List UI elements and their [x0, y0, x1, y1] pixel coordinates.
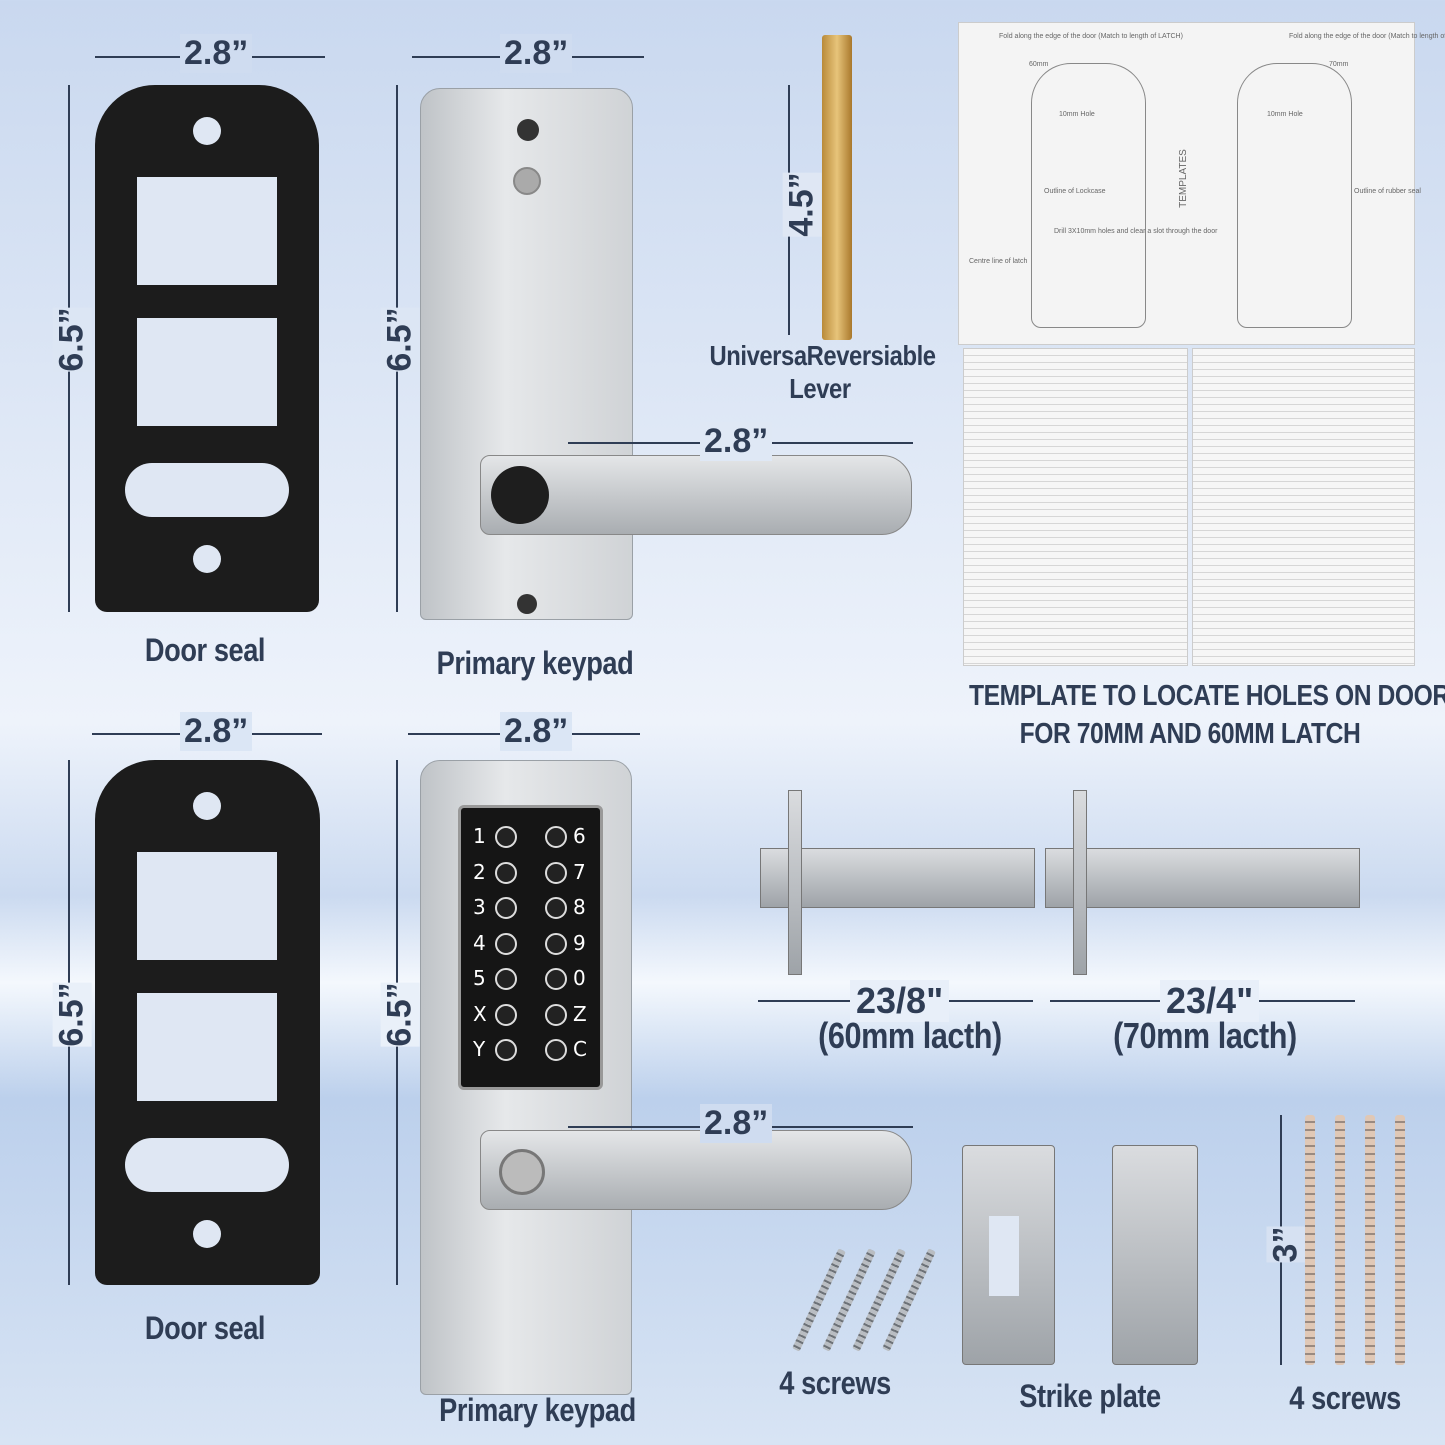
latch-60mm — [760, 848, 1035, 908]
drill-note: Drill 3X10mm holes and clear a slot thro… — [1054, 228, 1218, 235]
keypad-key-label: 3 — [473, 895, 486, 919]
keypad-key-label: 8 — [573, 895, 586, 919]
primary-keypad-label: Primary keypad — [439, 1392, 636, 1428]
keypad-button-2[interactable] — [495, 861, 517, 884]
fold-note: Fold along the edge of the door (Match t… — [1289, 33, 1445, 40]
keypad-key-label: 6 — [573, 824, 586, 848]
spindle-length-label: 4.5” — [782, 172, 822, 237]
door-seal-bottom — [95, 760, 320, 1285]
size-70: 70mm — [1329, 61, 1349, 68]
keypad-key-label: Z — [573, 1001, 587, 1026]
door-seal-top — [95, 85, 319, 612]
key-cylinder-icon — [499, 1149, 545, 1195]
height-label: 6.5” — [380, 307, 420, 372]
template-sheet: Fold along the edge of the door (Match t… — [958, 22, 1445, 345]
width-label: 2.8” — [180, 712, 253, 751]
keypad-button-Y[interactable] — [495, 1039, 517, 1061]
seal-note: Outline of rubber seal — [1354, 188, 1421, 195]
latch70-label: (70mm lacth) — [1113, 1015, 1297, 1056]
keypad-button-8[interactable] — [545, 897, 567, 919]
height-label: 6.5” — [52, 982, 92, 1047]
primary-keypad-back — [420, 88, 633, 620]
keypad-button-5[interactable] — [495, 968, 517, 990]
lever-handle — [480, 455, 912, 535]
width-label: 2.8” — [180, 34, 253, 73]
fold-note: Fold along the edge of the door (Match t… — [999, 33, 1183, 40]
templates-title: TEMPLATES — [1177, 149, 1189, 208]
keypad-button-7[interactable] — [545, 861, 567, 884]
keypad-button-X[interactable] — [495, 1003, 517, 1026]
lockcase-note: Outline of Lockcase — [1044, 188, 1106, 195]
screws-label: 4 screws — [779, 1365, 891, 1401]
lever-label-line1: UniversaReversiable — [709, 340, 937, 371]
long-screws-label: 4 screws — [1289, 1380, 1401, 1416]
size-60: 60mm — [1029, 61, 1049, 68]
door-seal-label: Door seal — [144, 632, 266, 668]
latch-60mm-faceplate — [788, 790, 802, 975]
keypad-button-4[interactable] — [495, 932, 517, 955]
keypad-key-label: 7 — [573, 859, 586, 884]
long-screw — [1395, 1115, 1405, 1365]
primary-keypad-label: Primary keypad — [436, 645, 634, 681]
keypad-button-6[interactable] — [545, 826, 567, 848]
latch-70mm — [1045, 848, 1360, 908]
template-caption-line2: FOR 70MM AND 60MM LATCH — [1019, 718, 1361, 750]
keypad-key-label: X — [473, 1001, 487, 1026]
long-screw — [1305, 1115, 1315, 1365]
keypad-key-label: 2 — [473, 859, 486, 884]
long-screw — [1335, 1115, 1345, 1365]
width-label: 2.8” — [500, 34, 573, 73]
center-note: Centre line of latch — [969, 258, 1028, 265]
strike-plate-label: Strike plate — [1019, 1378, 1161, 1414]
keypad-key-label: 9 — [573, 930, 586, 955]
screw — [792, 1248, 846, 1352]
keypad-key-label: 4 — [473, 930, 486, 955]
instruction-sheet-2 — [1192, 348, 1415, 666]
height-label: 6.5” — [380, 982, 420, 1047]
keypad-button-0[interactable] — [545, 968, 567, 990]
latch-70mm-faceplate — [1073, 790, 1087, 975]
template-caption-line1: TEMPLATE TO LOCATE HOLES ON DOOR — [969, 680, 1445, 712]
door-seal-label: Door seal — [144, 1310, 266, 1346]
lever-handle — [480, 1130, 912, 1210]
hole-note: 10mm Hole — [1059, 111, 1095, 118]
hole-note: 10mm Hole — [1267, 111, 1303, 118]
latch60-length: 23/8" — [850, 980, 950, 1022]
keypad-key-label: 0 — [573, 966, 586, 990]
height-label: 6.5” — [52, 307, 92, 372]
keypad-button-3[interactable] — [495, 897, 517, 919]
latch70-length: 23/4" — [1160, 980, 1260, 1022]
spindle — [822, 35, 852, 340]
keypad-key-label: C — [573, 1037, 587, 1061]
long-screw — [1365, 1115, 1375, 1365]
screw-length-label: 3” — [1266, 1226, 1306, 1263]
keypad-button-Z[interactable] — [545, 1003, 567, 1026]
keypad-button-9[interactable] — [545, 932, 567, 955]
instruction-sheet-1 — [963, 348, 1188, 666]
strike-plate — [962, 1145, 1055, 1365]
keypad-key-label: 5 — [473, 966, 486, 990]
strike-box — [1112, 1145, 1198, 1365]
latch60-label: (60mm lacth) — [818, 1015, 1002, 1056]
lever-width-label: 2.8” — [700, 1104, 773, 1143]
keypad-key-label: Y — [473, 1037, 486, 1061]
keypad-button-C[interactable] — [545, 1039, 567, 1061]
width-label: 2.8” — [500, 712, 573, 751]
lever-label-line2: Lever — [789, 373, 851, 404]
lever-width-label: 2.8” — [700, 422, 773, 461]
keypad-key-label: 1 — [473, 824, 486, 848]
keypad-button-1[interactable] — [495, 826, 517, 848]
